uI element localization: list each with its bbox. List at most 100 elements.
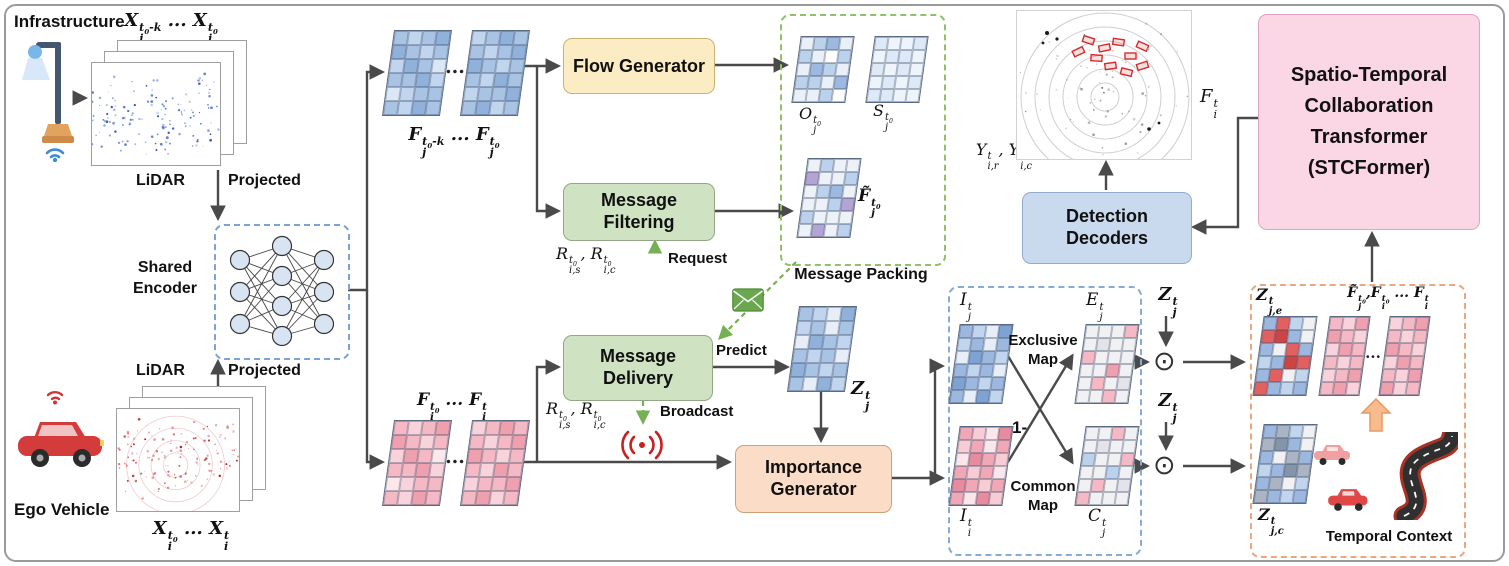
ego-feature-grid-1 bbox=[381, 420, 453, 506]
grid-cell bbox=[1345, 382, 1361, 395]
detection-decoders-line2: Decoders bbox=[1065, 228, 1149, 248]
grid-cell bbox=[1114, 492, 1130, 505]
grid-cell bbox=[992, 364, 1007, 377]
grid-cell bbox=[427, 477, 444, 491]
grid-cell bbox=[1405, 382, 1421, 395]
grid-cell bbox=[832, 363, 849, 377]
occupancy-map-grid bbox=[791, 36, 855, 103]
up-arrow-icon bbox=[1358, 398, 1394, 432]
grid-cell bbox=[830, 377, 847, 391]
stcformer-line4: (STCFormer) bbox=[1307, 157, 1431, 179]
common-map-line1: Common bbox=[1010, 478, 1076, 495]
predicted-feature-grid bbox=[786, 306, 858, 392]
lidar-label-bottom: LiDAR bbox=[136, 362, 185, 379]
grid-cell bbox=[990, 479, 1006, 492]
grid-cell bbox=[510, 45, 527, 59]
grid-cell bbox=[992, 466, 1007, 479]
flow-generator-box: Flow Generator bbox=[563, 38, 715, 94]
grid-cell bbox=[1120, 453, 1135, 466]
projected-label-top: Projected bbox=[228, 172, 301, 189]
grid-cell bbox=[1298, 343, 1313, 356]
neural-network-icon bbox=[229, 235, 335, 347]
grid-cell bbox=[837, 321, 854, 335]
temporal-context-box bbox=[1250, 284, 1466, 558]
grid-cell bbox=[1354, 317, 1370, 330]
ego-vehicle-label: Ego Vehicle bbox=[14, 500, 110, 519]
grid-cell bbox=[905, 89, 921, 102]
grid-cell bbox=[427, 87, 444, 101]
shared-encoder-line1: Shared bbox=[137, 259, 193, 276]
one-minus-label: 1- bbox=[1012, 418, 1028, 437]
grid-cell bbox=[836, 335, 852, 349]
grid-cell bbox=[833, 76, 849, 89]
ego-importance-grid bbox=[948, 426, 1014, 506]
grid-cell bbox=[839, 307, 856, 321]
infrastructure-label: Infrastructure bbox=[14, 12, 125, 31]
grid-cell bbox=[995, 440, 1011, 453]
common-map-label: Common Map bbox=[1008, 478, 1078, 516]
grid-cell bbox=[1412, 330, 1428, 343]
detection-result-image bbox=[1016, 10, 1192, 160]
ego-feature-grid-2 bbox=[459, 420, 531, 506]
importance-generator-line2: Generator bbox=[770, 479, 857, 499]
wifi-icon bbox=[40, 382, 70, 406]
broadcast-radio-icon bbox=[618, 424, 666, 462]
importance-generator-line1: Importance bbox=[764, 457, 863, 478]
grid-cell bbox=[842, 185, 857, 198]
grid-cell bbox=[1120, 351, 1135, 364]
exclusive-map-line1: Exclusive bbox=[1008, 332, 1078, 349]
grid-cell bbox=[1411, 343, 1426, 356]
grid-cell bbox=[836, 50, 852, 63]
grid-cell bbox=[1301, 317, 1317, 330]
message-packing-label: Message Packing bbox=[794, 266, 928, 283]
grid-cell bbox=[1294, 369, 1310, 382]
message-delivery-box: Message Delivery bbox=[563, 335, 713, 401]
grid-cell bbox=[1296, 356, 1311, 369]
grid-cell bbox=[994, 351, 1009, 364]
grid-cell bbox=[910, 50, 926, 63]
grid-cell bbox=[997, 427, 1013, 440]
grid-cell bbox=[425, 101, 442, 115]
infra-importance-grid bbox=[948, 324, 1014, 404]
car-icon bbox=[1312, 444, 1356, 466]
grid-cell bbox=[836, 224, 852, 237]
grid-cell bbox=[434, 31, 451, 45]
message-delivery-line2: Delivery bbox=[602, 368, 674, 388]
common-map-grid bbox=[1074, 426, 1140, 506]
car-icon bbox=[1326, 488, 1374, 512]
stcformer-line3: Transformer bbox=[1310, 126, 1428, 148]
message-filtering-line1: Message bbox=[600, 190, 678, 211]
grid-cell bbox=[831, 89, 847, 102]
stcformer-line1: Spatio-Temporal bbox=[1290, 64, 1448, 86]
road-icon bbox=[1392, 432, 1458, 520]
importance-generator-box: Importance Generator bbox=[735, 445, 892, 513]
stcformer-line2: Collaboration bbox=[1304, 95, 1434, 117]
shared-encoder-box bbox=[214, 224, 350, 360]
grid-cell bbox=[503, 491, 520, 505]
message-delivery-line1: Message bbox=[599, 346, 677, 367]
grid-cell bbox=[840, 198, 855, 211]
ego-car-icon bbox=[14, 414, 108, 472]
lidar-label-top: LiDAR bbox=[136, 172, 185, 189]
grid-cell bbox=[1352, 330, 1368, 343]
grid-cell bbox=[835, 63, 850, 76]
grid-cell bbox=[509, 59, 525, 73]
predict-label: Predict bbox=[716, 342, 767, 359]
grid-cell bbox=[1114, 390, 1130, 403]
infra-feature-grid-2 bbox=[459, 30, 531, 116]
exclusive-map-line2: Map bbox=[1028, 350, 1058, 368]
shared-encoder-line2: Encoder bbox=[132, 279, 197, 297]
elementwise-multiply-icon: ⊙ bbox=[1153, 450, 1176, 481]
infra-point-cloud bbox=[91, 62, 221, 166]
flow-generator-label: Flow Generator bbox=[572, 55, 706, 76]
grid-cell bbox=[843, 172, 859, 185]
